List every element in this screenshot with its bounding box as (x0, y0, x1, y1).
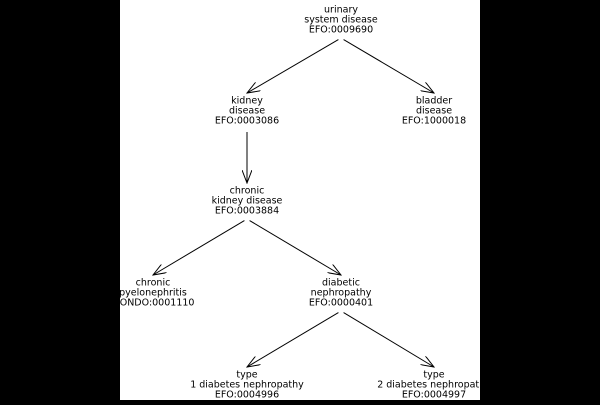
node-label-line: urinary (324, 5, 358, 16)
node-label-line: chronic (136, 278, 171, 289)
edge-diabetic-nephropathy-to-type-2-diabetes-nephropathy (343, 312, 434, 367)
node-label-line: type (423, 370, 444, 381)
edge-chronic-kidney-disease-to-chronic-pyelonephritis (153, 220, 245, 275)
node-label-line: EFO:0004997 (402, 390, 466, 401)
node-label-line: EFO:0003086 (215, 116, 279, 127)
node-label-line: kidney (231, 96, 263, 107)
node-label-line: disease (229, 106, 265, 117)
node-label-line: kidney disease (212, 196, 283, 207)
edge-urinary-system-disease-to-kidney-disease (247, 39, 339, 93)
node-label-line: diabetic (322, 278, 360, 289)
node-label-line: MONDO:0001110 (112, 298, 195, 309)
node-label-line: disease (416, 106, 452, 117)
edge-diabetic-nephropathy-to-type-1-diabetes-nephropathy (247, 312, 339, 367)
node-label-line: type (236, 370, 257, 381)
node-label-line: EFO:0000401 (309, 298, 373, 309)
node-label-line: EFO:1000018 (402, 116, 466, 127)
white-panel (120, 0, 480, 400)
edge-urinary-system-disease-to-bladder-disease (343, 39, 434, 93)
node-label-line: bladder (416, 96, 452, 107)
node-label-line: pyelonephritis (119, 288, 187, 299)
edges-layer (153, 39, 434, 367)
node-label-line: chronic (230, 186, 265, 197)
node-label-line: 1 diabetes nephropathy (190, 380, 304, 391)
node-label-line: 2 diabetes nephropathy (377, 380, 491, 391)
node-label-line: system disease (304, 15, 378, 26)
edge-chronic-kidney-disease-to-diabetic-nephropathy (249, 220, 341, 275)
node-label-line: EFO:0004996 (215, 390, 279, 401)
node-label-line: EFO:0009690 (309, 25, 373, 36)
node-label-line: nephropathy (311, 288, 372, 299)
node-label-line: EFO:0003884 (215, 206, 279, 217)
